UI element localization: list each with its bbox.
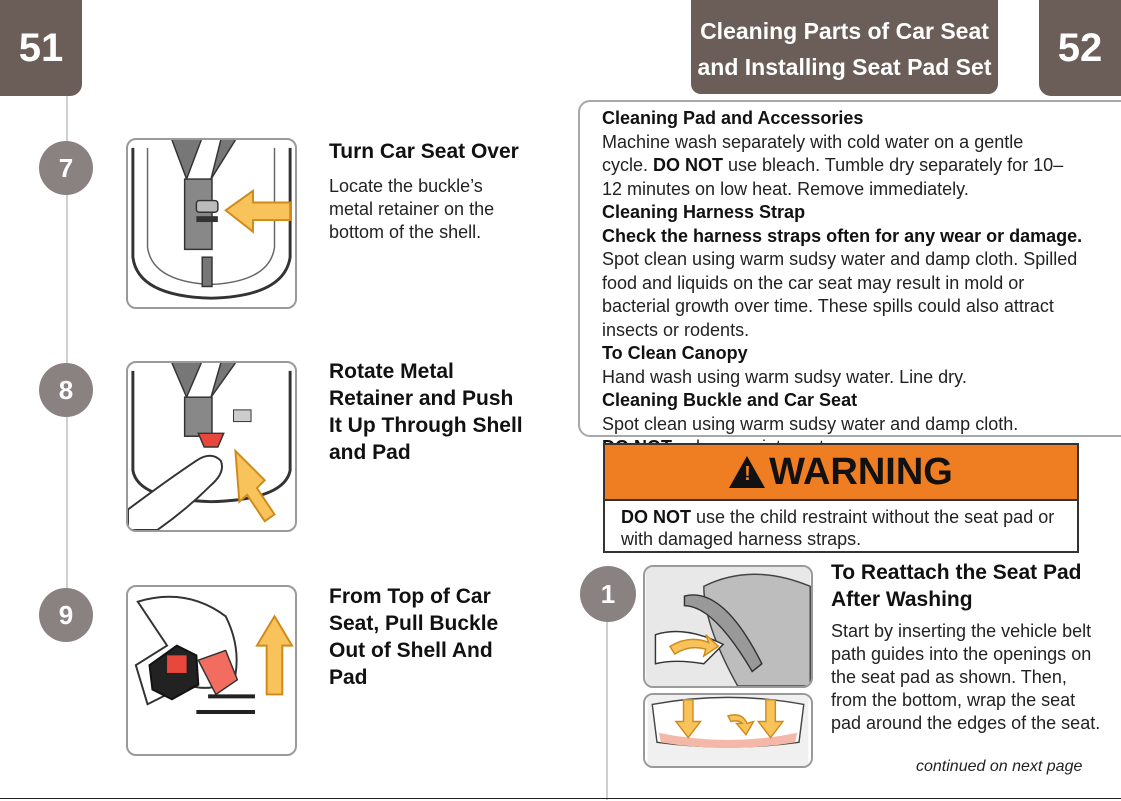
pad-paragraph: Machine wash separately with cold water …	[602, 131, 1072, 202]
step-9-title: From Top of Car Seat, Pull Buckle Out of…	[329, 585, 499, 689]
warning-body-text: use the child restraint without the seat…	[621, 507, 1055, 549]
buckle-heading: Cleaning Buckle and Car Seat	[602, 390, 858, 410]
rotate-retainer-image	[128, 363, 292, 530]
step-number-8: 8	[39, 363, 93, 417]
right-timeline	[606, 600, 608, 800]
footer-line	[0, 798, 1121, 799]
canopy-heading: To Clean Canopy	[602, 343, 748, 363]
step-8-title: Rotate Metal Retainer and Push It Up Thr…	[329, 360, 523, 464]
seat-pad-wrap-image	[647, 695, 809, 766]
reattach-illustration-top	[643, 565, 813, 688]
reattach-title: To Reattach the Seat Pad After Washing	[831, 561, 1082, 611]
warning-text: DO NOT use the child restraint without t…	[605, 501, 1077, 550]
continued-note: continued on next page	[916, 758, 1083, 775]
reattach-illustration-bottom	[643, 693, 813, 768]
cleaning-instructions: Cleaning Pad and Accessories Machine was…	[578, 100, 1121, 457]
harness-text: Spot clean using warm sudsy water and da…	[602, 249, 1078, 340]
step-timeline	[66, 96, 68, 616]
section-title-tab: Cleaning Parts of Car Seat and Installin…	[691, 0, 998, 94]
step-number-7: 7	[39, 141, 93, 195]
section-title-line1: Cleaning Parts of Car Seat	[700, 18, 989, 44]
pad-text-1: Machine wash separately with cold water …	[602, 131, 1024, 176]
step-8-illustration	[126, 361, 297, 532]
warning-label: WARNING	[769, 450, 953, 493]
section-title-line2: and Installing Seat Pad Set	[697, 54, 992, 80]
warning-bold: DO NOT	[621, 507, 691, 527]
warning-header: ! WARNING	[605, 445, 1077, 501]
canopy-text: Hand wash using warm sudsy water. Line d…	[602, 366, 967, 387]
warning-box: ! WARNING DO NOT use the child restraint…	[603, 443, 1079, 553]
step-7-illustration	[126, 138, 297, 309]
step-number-9: 9	[39, 588, 93, 642]
pad-bold: DO NOT	[653, 155, 724, 175]
seat-pad-insert-image	[645, 567, 811, 686]
step-7-title: Turn Car Seat Over	[329, 140, 519, 163]
reattach-body: Start by inserting the vehicle belt path…	[831, 621, 1101, 733]
harness-bold: Check the harness straps often for any w…	[602, 225, 1083, 246]
page-number-right: 52	[1039, 0, 1121, 96]
pad-text-2: use bleach. Tumble dry separately for 10…	[602, 155, 1064, 199]
step-9-illustration	[126, 585, 297, 756]
car-seat-bottom-image	[131, 140, 292, 300]
step-7-body: Locate the buckle’s metal retainer on th…	[329, 176, 495, 242]
step-number-1: 1	[580, 566, 636, 622]
pad-heading: Cleaning Pad and Accessories	[602, 108, 864, 128]
warning-triangle-icon: !	[729, 456, 766, 488]
pull-buckle-image	[134, 595, 294, 714]
harness-heading: Cleaning Harness Strap	[602, 202, 806, 222]
page-number-left: 51	[0, 0, 82, 96]
buckle-text: Spot clean using warm sudsy water and da…	[602, 413, 1019, 434]
